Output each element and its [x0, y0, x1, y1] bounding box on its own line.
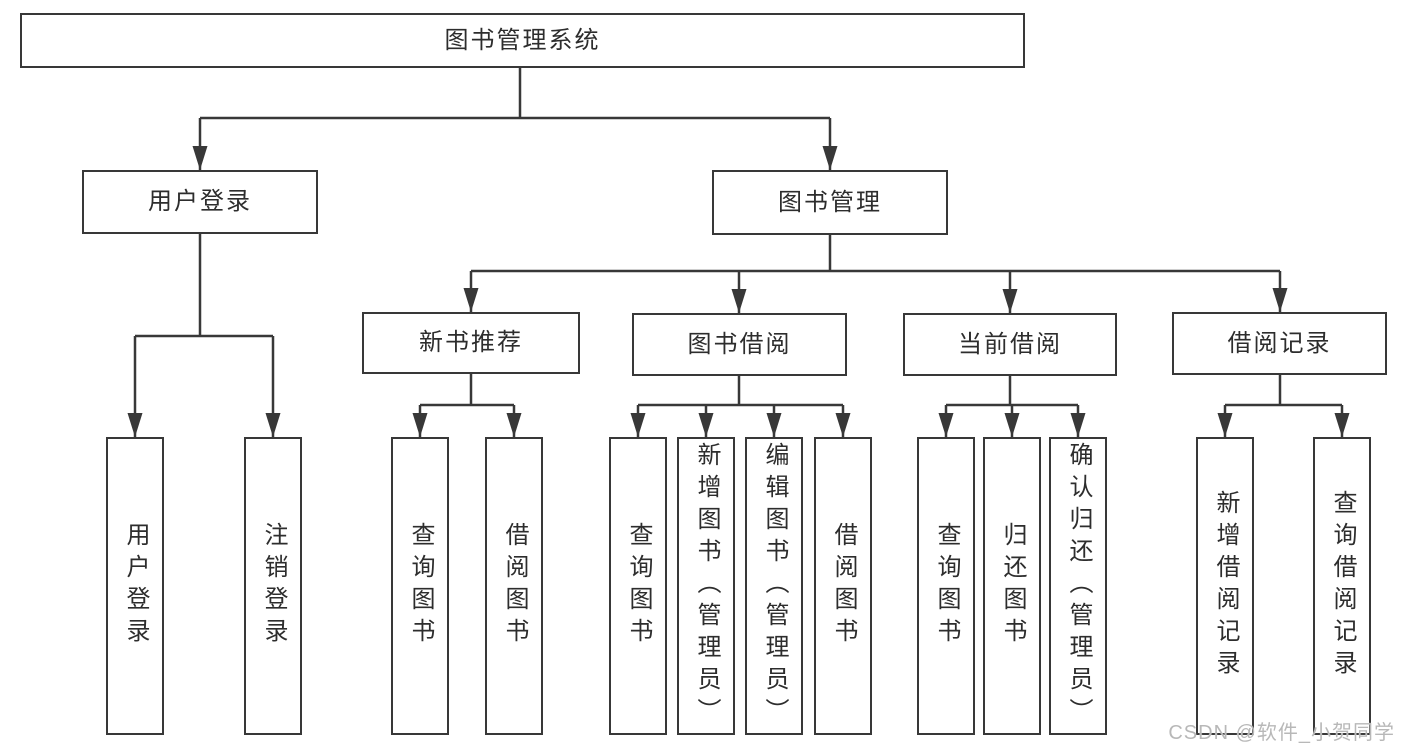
- node-user-login: 用户登录: [82, 170, 318, 234]
- leaf-label: 新增图书（管理员）: [693, 442, 720, 730]
- leaf-query-books-borrowing: 查询图书: [609, 437, 667, 735]
- leaf-query-books-current: 查询图书: [917, 437, 975, 735]
- leaf-edit-books-admin: 编辑图书（管理员）: [745, 437, 803, 735]
- node-borrowing-records: 借阅记录: [1172, 312, 1387, 375]
- leaf-label: 查询图书: [625, 522, 652, 650]
- csdn-watermark: CSDN @软件_小贺同学: [1168, 722, 1395, 744]
- leaf-label: 借阅图书: [501, 522, 528, 650]
- leaf-query-books-recommend: 查询图书: [391, 437, 449, 735]
- leaf-logout: 注销登录: [244, 437, 302, 735]
- leaf-add-borrow-record: 新增借阅记录: [1196, 437, 1254, 735]
- leaf-label: 注销登录: [260, 522, 287, 650]
- leaf-confirm-return-admin: 确认归还（管理员）: [1049, 437, 1107, 735]
- leaf-label: 用户登录: [122, 522, 149, 650]
- leaf-return-books: 归还图书: [983, 437, 1041, 735]
- leaf-user-login: 用户登录: [106, 437, 164, 735]
- leaf-query-borrow-record: 查询借阅记录: [1313, 437, 1371, 735]
- leaf-label: 确认归还（管理员）: [1065, 442, 1092, 730]
- node-new-book-recommendation: 新书推荐: [362, 312, 580, 374]
- leaf-label: 查询图书: [933, 522, 960, 650]
- leaf-label: 编辑图书（管理员）: [761, 442, 788, 730]
- leaf-label: 归还图书: [999, 522, 1026, 650]
- leaf-borrow-books: 借阅图书: [814, 437, 872, 735]
- leaf-label: 新增借阅记录: [1212, 490, 1239, 682]
- node-current-borrowing: 当前借阅: [903, 313, 1117, 376]
- node-book-management: 图书管理: [712, 170, 948, 235]
- leaf-add-books-admin: 新增图书（管理员）: [677, 437, 735, 735]
- node-library-management-system: 图书管理系统: [20, 13, 1025, 68]
- leaf-label: 查询借阅记录: [1329, 490, 1356, 682]
- leaf-label: 查询图书: [407, 522, 434, 650]
- leaf-label: 借阅图书: [830, 522, 857, 650]
- node-book-borrowing: 图书借阅: [632, 313, 847, 376]
- leaf-borrow-books-recommend: 借阅图书: [485, 437, 543, 735]
